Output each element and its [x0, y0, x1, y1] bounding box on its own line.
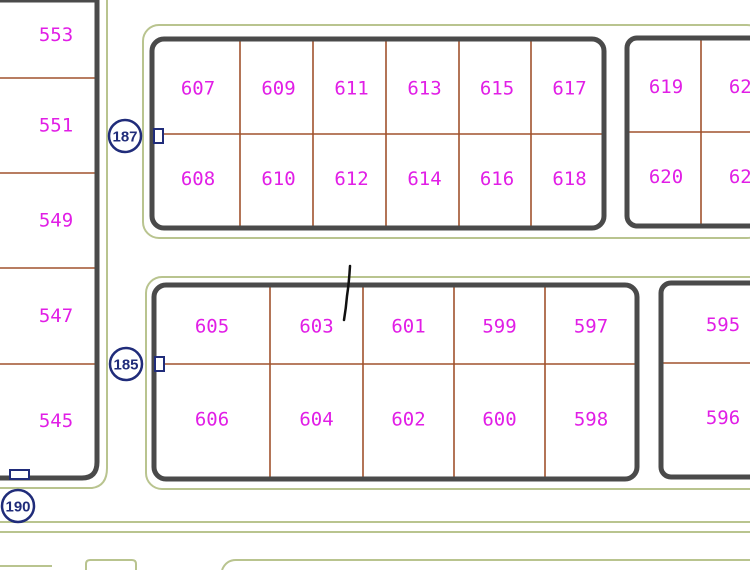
- lot-number[interactable]: 597: [574, 316, 608, 338]
- lot-number[interactable]: 605: [195, 316, 229, 338]
- block-northeast: 619 621 620 622: [624, 35, 750, 229]
- marker-stake-icon: [9, 469, 30, 480]
- lot-number[interactable]: 617: [552, 78, 586, 100]
- lot-number[interactable]: 608: [181, 168, 215, 190]
- marker-stake-icon: [153, 128, 164, 144]
- lot-number[interactable]: 618: [552, 168, 586, 190]
- road-edge-lot-south-3: [221, 559, 750, 570]
- road-edge-south-block: [145, 276, 750, 490]
- lot-number[interactable]: 549: [39, 210, 73, 232]
- survey-marker[interactable]: 187: [107, 118, 164, 154]
- road-edge-lot-south-2: [85, 559, 137, 570]
- lot-number[interactable]: 615: [480, 78, 514, 100]
- road-edge-west-corner: [0, 467, 108, 489]
- block-outline: [151, 282, 640, 482]
- lot-number[interactable]: 613: [407, 78, 441, 100]
- lot-number[interactable]: 609: [261, 78, 295, 100]
- lot-number[interactable]: 600: [482, 409, 516, 431]
- marker-circle-icon: [0, 488, 36, 524]
- lot-number[interactable]: 596: [706, 407, 740, 429]
- handwritten-mark: [342, 264, 352, 322]
- lot-number[interactable]: 616: [480, 168, 514, 190]
- survey-marker[interactable]: 190: [0, 469, 36, 524]
- block-west: 553 551 549 547 545: [0, 0, 100, 481]
- block-outline: [0, 0, 100, 481]
- lot-number[interactable]: 603: [299, 316, 333, 338]
- lot-number[interactable]: 607: [181, 78, 215, 100]
- marker-circle-icon: [108, 346, 144, 382]
- lot-number[interactable]: 611: [334, 78, 368, 100]
- lot-number[interactable]: 612: [334, 168, 368, 190]
- lot-number[interactable]: 604: [299, 409, 333, 431]
- block-outline: [149, 36, 607, 231]
- lot-number[interactable]: 545: [39, 410, 73, 432]
- lot-number[interactable]: 602: [391, 409, 425, 431]
- lot-number[interactable]: 599: [482, 316, 516, 338]
- survey-marker[interactable]: 185: [108, 346, 165, 382]
- lot-number[interactable]: 598: [574, 409, 608, 431]
- marker-circle-icon: [107, 118, 143, 154]
- lot-number[interactable]: 606: [195, 409, 229, 431]
- marker-number: 185: [113, 357, 138, 374]
- lot-number[interactable]: 622: [729, 166, 750, 188]
- lot-number[interactable]: 610: [261, 168, 295, 190]
- lot-number[interactable]: 553: [39, 24, 73, 46]
- lot-number[interactable]: 595: [706, 314, 740, 336]
- road-edge-north-block: [142, 24, 750, 239]
- marker-stake-icon: [154, 356, 165, 372]
- lot-number[interactable]: 547: [39, 305, 73, 327]
- annotations: [342, 264, 352, 322]
- lot-number[interactable]: 620: [649, 166, 683, 188]
- block-southeast: 595 596: [658, 280, 750, 480]
- lot-number[interactable]: 551: [39, 115, 73, 137]
- lot-number[interactable]: 619: [649, 76, 683, 98]
- survey-markers: 187 185 190: [0, 118, 165, 524]
- block-south: 605 603 601 599 597 606 604 602 600 598: [151, 282, 640, 482]
- marker-number: 187: [112, 129, 137, 146]
- block-outline: [624, 35, 750, 229]
- lot-number[interactable]: 621: [729, 76, 750, 98]
- lot-number[interactable]: 614: [407, 168, 441, 190]
- marker-number: 190: [5, 499, 30, 516]
- block-outline: [658, 280, 750, 480]
- block-north: 607 609 611 613 615 617 608 610 612 614 616 618: [149, 36, 607, 231]
- lot-number[interactable]: 601: [391, 316, 425, 338]
